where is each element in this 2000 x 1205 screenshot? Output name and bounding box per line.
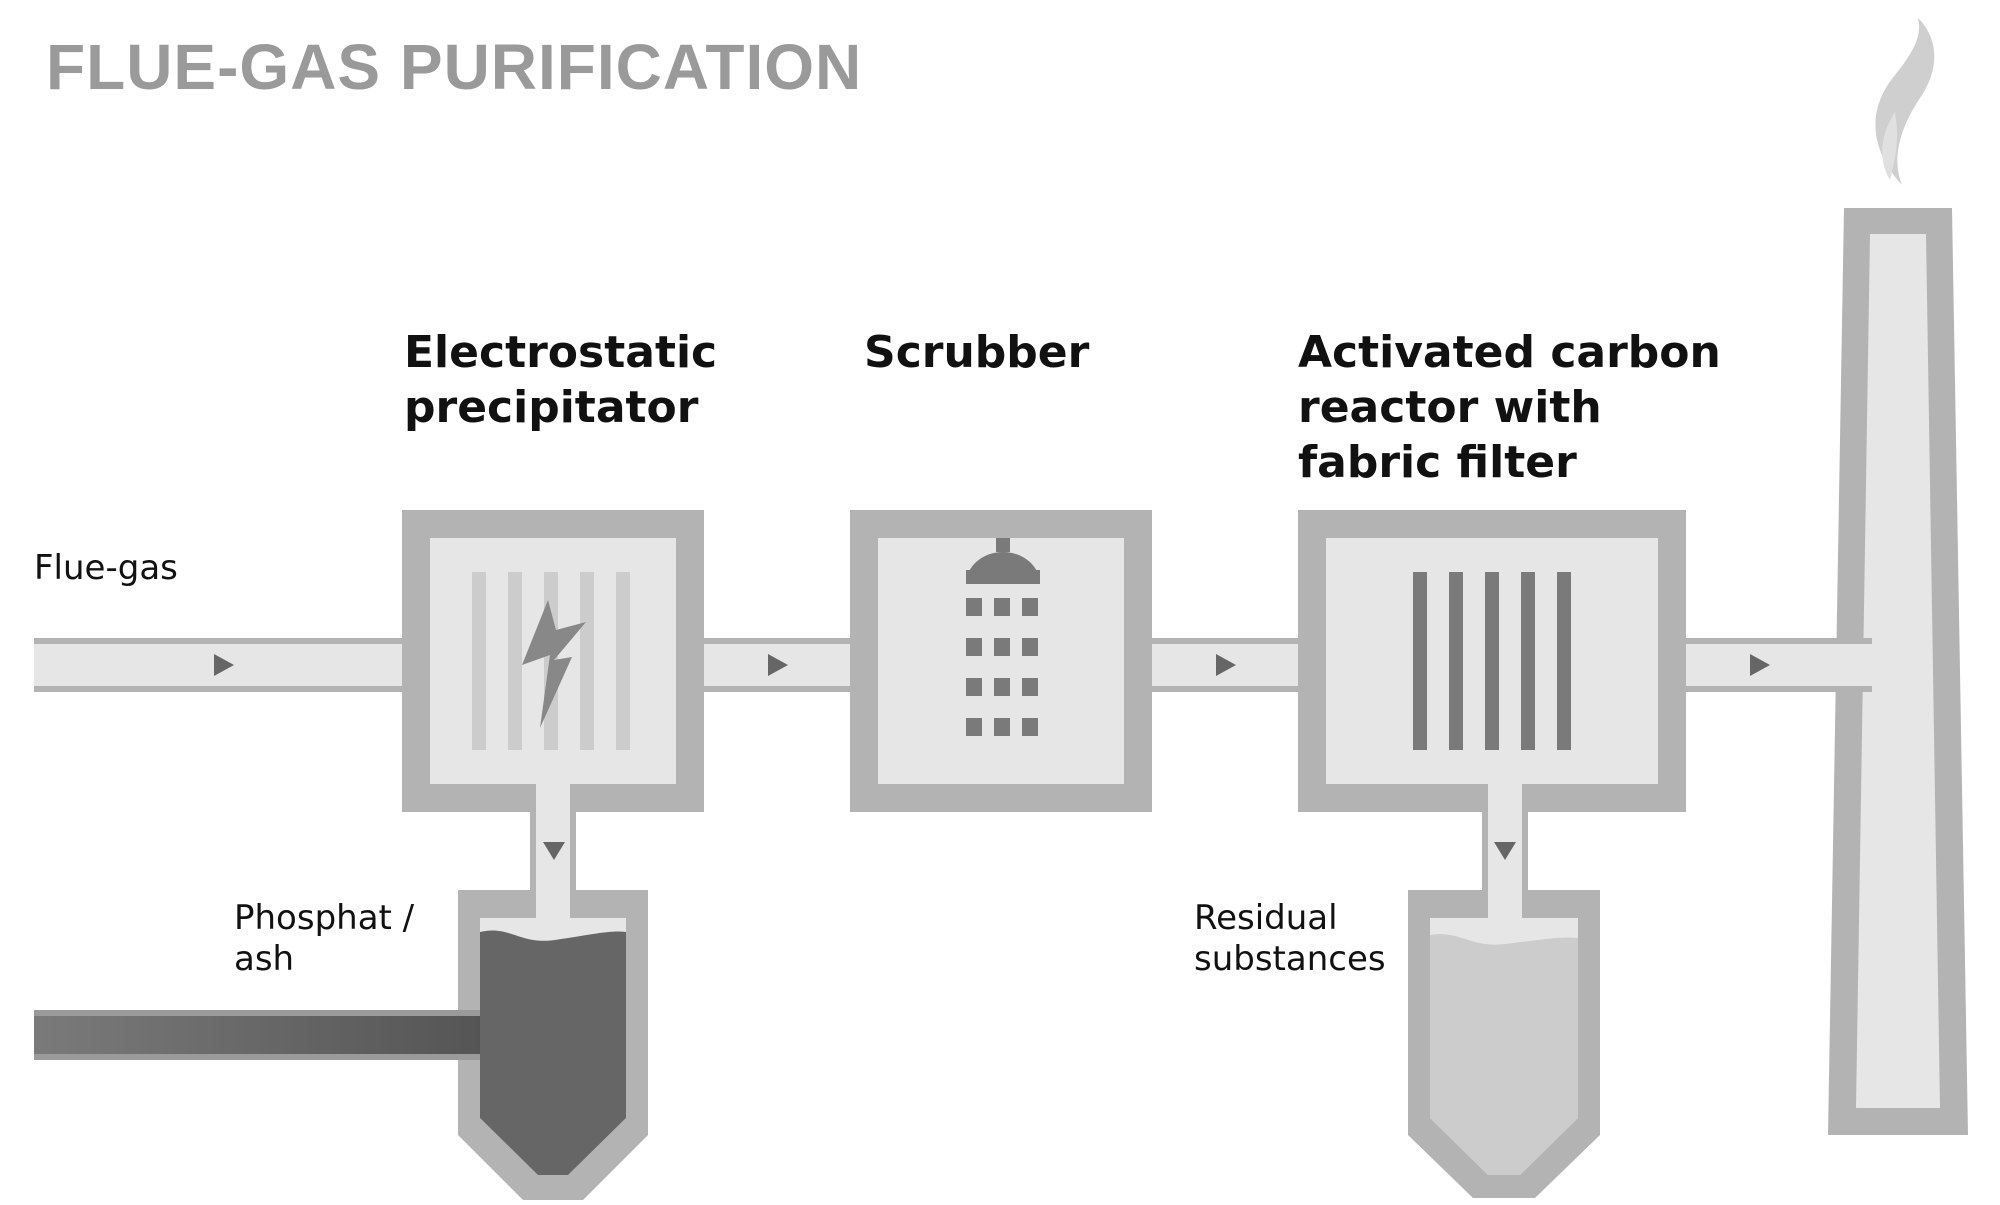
carbon-reactor-heading-line2: reactor with	[1298, 382, 1602, 433]
flow-arrow-icon	[1750, 654, 1770, 676]
precipitator-unit	[402, 510, 704, 812]
shower-icon	[966, 538, 1040, 736]
ash-label-line1: Phosphat /	[234, 898, 415, 938]
residual-hopper	[1408, 784, 1600, 1198]
ash-label-line2: ash	[234, 939, 295, 979]
scrubber-unit	[850, 510, 1152, 812]
flow-arrows	[214, 654, 1770, 860]
precipitator-heading-line1: Electrostatic	[404, 327, 718, 378]
carbon-reactor-unit	[1298, 510, 1686, 812]
carbon-reactor-heading-line1: Activated carbon	[1298, 327, 1721, 378]
carbon-reactor-heading: Activated carbon reactor with fabric fil…	[1298, 325, 1721, 490]
flow-arrow-down-icon	[543, 842, 565, 860]
chimney	[1828, 208, 1968, 1135]
residual-label: Residual substances	[1194, 898, 1386, 980]
ash-discharge-pipe	[34, 1010, 480, 1060]
carbon-reactor-heading-line3: fabric filter	[1298, 437, 1577, 488]
lightning-icon	[522, 600, 586, 728]
residual-label-line1: Residual	[1194, 898, 1338, 938]
flow-arrow-icon	[214, 654, 234, 676]
precipitator-heading: Electrostatic precipitator	[404, 325, 717, 435]
ash-fill	[480, 930, 626, 1175]
flow-arrow-down-icon	[1494, 842, 1516, 860]
filter-bars-icon	[1413, 572, 1571, 750]
scrubber-heading-line1: Scrubber	[864, 327, 1090, 378]
inlet-label-text: Flue-gas	[34, 548, 178, 588]
residual-label-line2: substances	[1194, 939, 1386, 979]
page-title: FLUE-GAS PURIFICATION	[46, 31, 863, 103]
precipitator-heading-line2: precipitator	[404, 382, 699, 433]
scrubber-heading: Scrubber	[864, 325, 1089, 380]
flow-arrow-icon	[1216, 654, 1236, 676]
ash-label: Phosphat / ash	[234, 898, 414, 980]
smoke-plume	[1875, 18, 1935, 185]
inlet-label: Flue-gas	[34, 548, 178, 589]
residual-fill	[1430, 934, 1578, 1175]
flow-arrow-icon	[768, 654, 788, 676]
